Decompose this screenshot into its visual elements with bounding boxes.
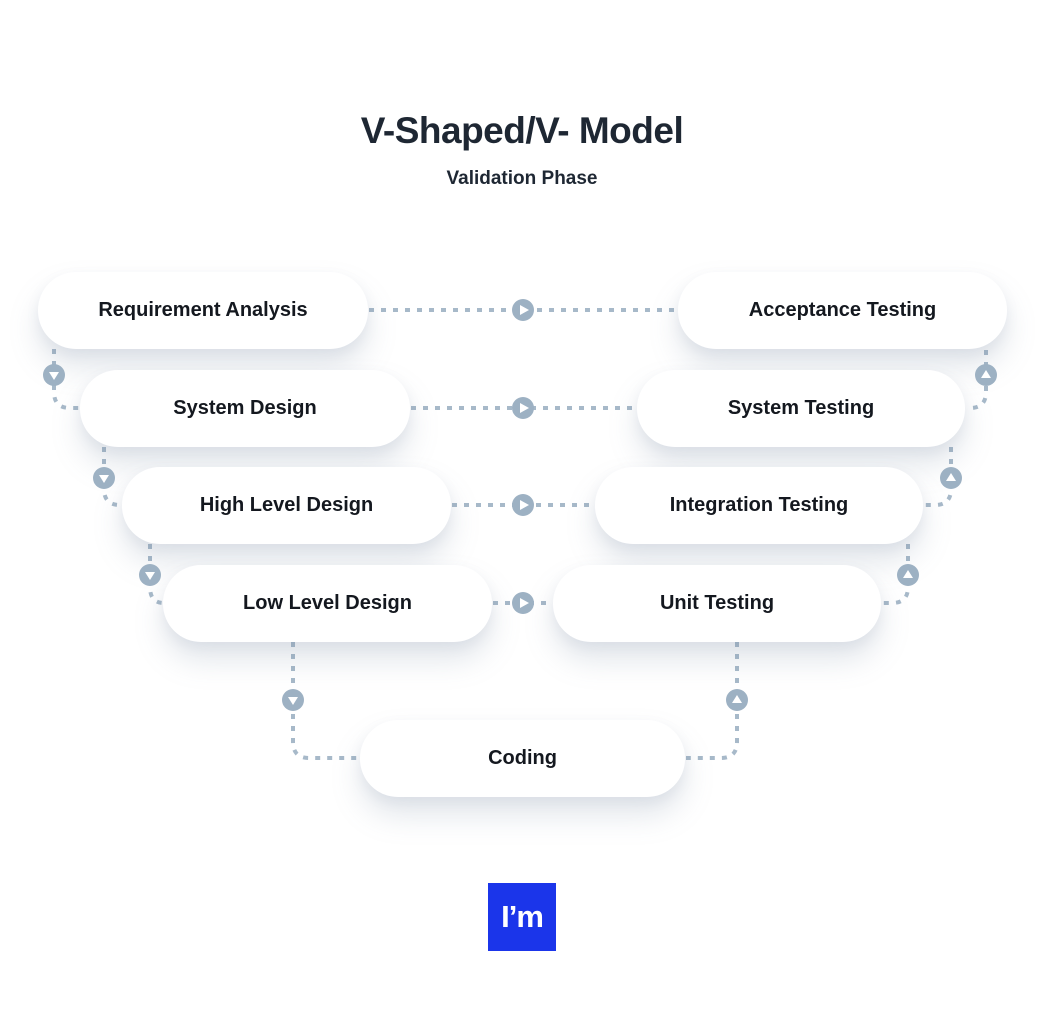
page-subtitle: Validation Phase — [446, 168, 598, 189]
stage-label: System Design — [173, 397, 317, 419]
page-title: V-Shaped/V- Model — [360, 110, 684, 151]
stage-box-unit-testing: Unit Testing — [553, 565, 881, 642]
stage-box-low-level-design: Low Level Design — [163, 565, 492, 642]
play-icon — [512, 592, 534, 614]
arrow-up-icon — [726, 689, 748, 711]
arrow-up-icon — [940, 467, 962, 489]
stage-box-high-level-design: High Level Design — [122, 467, 451, 544]
arrow-down-icon — [282, 689, 304, 711]
arrow-up-icon — [975, 364, 997, 386]
stage-label: Unit Testing — [659, 592, 775, 614]
stage-box-system-testing: System Testing — [637, 370, 965, 447]
arrow-down-icon — [43, 364, 65, 386]
stage-box-coding: Coding — [360, 720, 685, 797]
arrow-down-icon — [93, 467, 115, 489]
stage-label: High Level Design — [199, 494, 374, 516]
stage-box-acceptance-testing: Acceptance Testing — [678, 272, 1007, 349]
play-icon — [512, 494, 534, 516]
play-icon — [512, 299, 534, 321]
brand-logo: I’m — [488, 883, 556, 951]
arrow-down-icon — [139, 564, 161, 586]
stage-label: Integration Testing — [669, 494, 849, 516]
stage-box-integration-testing: Integration Testing — [595, 467, 923, 544]
stage-label: System Testing — [727, 397, 875, 419]
play-icon — [512, 397, 534, 419]
stage-label: Coding — [488, 747, 557, 769]
stage-label: Requirement Analysis — [98, 299, 308, 321]
stage-label: Acceptance Testing — [748, 299, 937, 321]
stage-box-system-design: System Design — [80, 370, 410, 447]
stage-label: Low Level Design — [243, 592, 412, 614]
stage-box-requirement-analysis: Requirement Analysis — [38, 272, 368, 349]
arrow-up-icon — [897, 564, 919, 586]
brand-logo-text: I’m — [501, 899, 544, 934]
